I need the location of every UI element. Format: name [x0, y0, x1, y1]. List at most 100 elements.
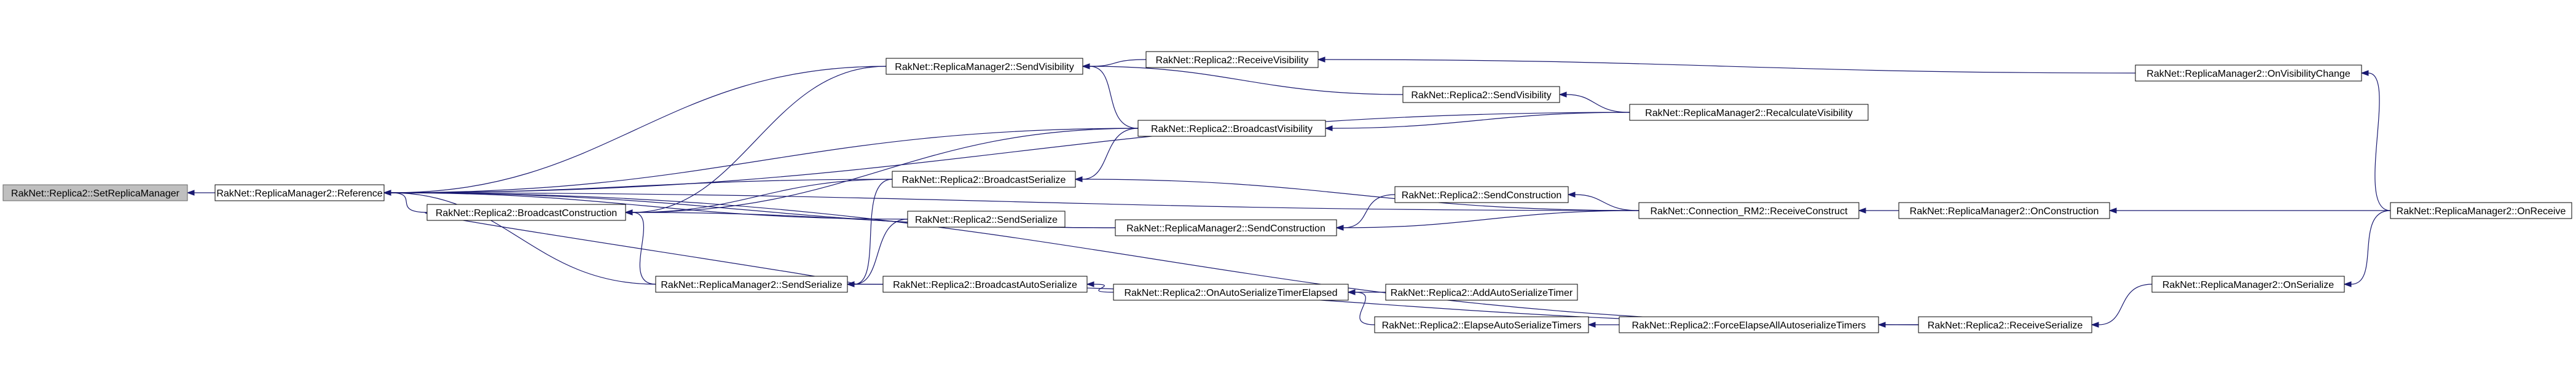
arrowhead-n19-to-n3	[846, 281, 855, 287]
edge-n9-to-n2	[632, 128, 1139, 213]
edge-n19-to-n1	[390, 192, 1919, 325]
svg-text:RakNet::ReplicaManager2::SendC: RakNet::ReplicaManager2::SendConstructio…	[1126, 223, 1325, 234]
arrowhead-n23-to-n20	[2360, 70, 2369, 76]
arrowhead-n18-to-n15	[1587, 322, 1596, 328]
edge-n17-to-n10	[1343, 210, 1639, 228]
edge-n12-to-n4	[1089, 66, 1404, 95]
arrowhead-n22-to-n19	[2091, 322, 2099, 328]
svg-text:RakNet::Replica2::SendConstruc: RakNet::Replica2::SendConstruction	[1402, 190, 1562, 201]
svg-text:RakNet::Replica2::ForceElapseA: RakNet::Replica2::ForceElapseAllAutoseri…	[1632, 320, 1866, 331]
arrowhead-n19-to-n1	[383, 190, 391, 196]
svg-text:RakNet::Replica2::AddAutoSeria: RakNet::Replica2::AddAutoSerializeTimer	[1391, 288, 1573, 298]
node-set-replica-manager[interactable]: RakNet::Replica2::SetReplicaManager	[2, 184, 188, 201]
edge-n3-to-n1	[390, 192, 656, 285]
edge-n17-to-n13	[1574, 194, 1639, 211]
node-broadcast-serialize[interactable]: RakNet::Replica2::BroadcastSerialize	[892, 171, 1076, 188]
edge-n5-to-n1	[390, 179, 893, 193]
node-replica2-send-serialize[interactable]: RakNet::Replica2::SendSerialize	[907, 211, 1066, 228]
svg-text:RakNet::Replica2::BroadcastVis: RakNet::Replica2::BroadcastVisibility	[1151, 124, 1313, 134]
node-replica-manager2-send-construction[interactable]: RakNet::ReplicaManager2::SendConstructio…	[1115, 219, 1337, 236]
svg-text:RakNet::Replica2::OnAutoSerial: RakNet::Replica2::OnAutoSerializeTimerEl…	[1124, 288, 1337, 298]
node-receive-construct[interactable]: RakNet::Connection_RM2::ReceiveConstruct	[1638, 202, 1859, 219]
edge-n6-to-n1	[390, 192, 908, 220]
svg-text:RakNet::Replica2::SendVisibili: RakNet::Replica2::SendVisibility	[1411, 90, 1551, 101]
nodes-layer: RakNet::Replica2::SetReplicaManager RakN…	[2, 51, 2572, 333]
node-on-receive[interactable]: RakNet::ReplicaManager2::OnReceive	[2390, 202, 2572, 219]
arrowhead-n16-to-n12	[1558, 91, 1567, 98]
edge-n23-to-n22	[2350, 210, 2391, 285]
svg-text:RakNet::Replica2::ReceiveSeria: RakNet::Replica2::ReceiveSerialize	[1928, 320, 2083, 331]
arrowhead-n15-to-n11	[1347, 289, 1356, 295]
edge-n16-to-n12	[1566, 94, 1630, 113]
node-add-auto-serialize-timer[interactable]: RakNet::Replica2::AddAutoSerializeTimer	[1385, 284, 1578, 301]
svg-text:RakNet::ReplicaManager2::Recal: RakNet::ReplicaManager2::RecalculateVisi…	[1645, 108, 1853, 118]
node-replica2-receive-visibility[interactable]: RakNet::Replica2::ReceiveVisibility	[1145, 51, 1319, 68]
svg-text:RakNet::Replica2::BroadcastCon: RakNet::Replica2::BroadcastConstruction	[436, 208, 617, 219]
edge-n9-to-n4	[1089, 66, 1139, 129]
edge-n8-to-n4	[1089, 59, 1147, 67]
arrowhead-n16-to-n9	[1324, 125, 1333, 131]
svg-text:RakNet::ReplicaManager2::OnVis: RakNet::ReplicaManager2::OnVisibilityCha…	[2146, 69, 2350, 79]
node-replica-manager2-send-visibility[interactable]: RakNet::ReplicaManager2::SendVisibility	[886, 58, 1083, 75]
arrowhead-n19-to-n18	[1877, 322, 1886, 328]
node-replica-manager2-send-serialize[interactable]: RakNet::ReplicaManager2::SendSerialize	[655, 276, 848, 293]
node-on-serialize[interactable]: RakNet::ReplicaManager2::OnSerialize	[2151, 276, 2345, 293]
edge-n20-to-n8	[1324, 59, 2136, 74]
node-broadcast-visibility[interactable]: RakNet::Replica2::BroadcastVisibility	[1137, 120, 1326, 137]
node-broadcast-auto-serialize[interactable]: RakNet::Replica2::BroadcastAutoSerialize	[882, 276, 1088, 293]
node-recalculate-visibility[interactable]: RakNet::ReplicaManager2::RecalculateVisi…	[1629, 104, 1869, 121]
arrowhead-n10-to-n2	[624, 209, 633, 215]
svg-text:RakNet::Replica2::BroadcastSer: RakNet::Replica2::BroadcastSerialize	[902, 175, 1066, 185]
arrowhead-n1-to-n0	[186, 190, 195, 196]
arrowhead-n23-to-n21	[2108, 207, 2117, 214]
svg-text:RakNet::Replica2::SendSerializ: RakNet::Replica2::SendSerialize	[915, 215, 1058, 225]
node-on-construction[interactable]: RakNet::ReplicaManager2::OnConstruction	[1898, 202, 2110, 219]
node-elapse-auto-serialize-timers[interactable]: RakNet::Replica2::ElapseAutoSerializeTim…	[1374, 316, 1589, 333]
node-on-auto-serialize-timer-elapsed[interactable]: RakNet::Replica2::OnAutoSerializeTimerEl…	[1113, 284, 1349, 301]
node-replica-manager2-reference[interactable]: RakNet::ReplicaManager2::Reference	[214, 184, 385, 201]
arrowhead-n17-to-n5	[1074, 176, 1083, 182]
edge-n16-to-n9	[1332, 112, 1630, 129]
edge-n5-to-n3	[854, 179, 893, 285]
edge-n6-to-n3	[854, 219, 908, 285]
node-force-elapse-all-autoserialize-timers[interactable]: RakNet::Replica2::ForceElapseAllAutoseri…	[1619, 316, 1879, 333]
edge-n16-to-n1	[390, 112, 1630, 193]
svg-text:RakNet::ReplicaManager2::OnSer: RakNet::ReplicaManager2::OnSerialize	[2162, 280, 2334, 290]
arrowhead-n23-to-n22	[2343, 281, 2352, 287]
svg-text:RakNet::ReplicaManager2::SendV: RakNet::ReplicaManager2::SendVisibility	[895, 62, 1074, 72]
edge-n9-to-n1	[390, 128, 1139, 193]
svg-text:RakNet::ReplicaManager2::Refer: RakNet::ReplicaManager2::Reference	[216, 188, 382, 199]
arrowhead-n17-to-n10	[1335, 225, 1344, 231]
svg-text:RakNet::Connection_RM2::Receiv: RakNet::Connection_RM2::ReceiveConstruct	[1650, 206, 1848, 217]
edge-n15-to-n11	[1354, 292, 1375, 325]
edge-n4-to-n2	[632, 66, 887, 213]
edge-n17-to-n5	[1082, 179, 1639, 211]
svg-text:RakNet::ReplicaManager2::SendS: RakNet::ReplicaManager2::SendSerialize	[661, 280, 842, 290]
edge-n2-to-n3	[425, 212, 856, 285]
edge-n4-to-n1	[390, 66, 887, 193]
arrowhead-n20-to-n8	[1317, 56, 1325, 63]
svg-text:RakNet::Replica2::BroadcastAut: RakNet::Replica2::BroadcastAutoSerialize	[893, 280, 1077, 290]
node-receive-serialize[interactable]: RakNet::Replica2::ReceiveSerialize	[1918, 316, 2092, 333]
arrowhead-n21-to-n17	[1858, 207, 1866, 214]
node-on-visibility-change[interactable]: RakNet::ReplicaManager2::OnVisibilityCha…	[2135, 64, 2362, 82]
svg-text:RakNet::Replica2::SetReplicaMa: RakNet::Replica2::SetReplicaManager	[11, 188, 180, 199]
node-broadcast-construction[interactable]: RakNet::Replica2::BroadcastConstruction	[426, 204, 626, 221]
node-replica2-send-visibility[interactable]: RakNet::Replica2::SendVisibility	[1402, 86, 1560, 103]
arrowhead-n12-to-n4	[1082, 63, 1090, 69]
node-replica2-send-construction[interactable]: RakNet::Replica2::SendConstruction	[1394, 186, 1569, 203]
edge-n11-to-n7	[1093, 284, 1114, 293]
edge-n13-to-n10	[1343, 194, 1396, 228]
edge-n23-to-n20	[2368, 72, 2391, 211]
svg-text:RakNet::Replica2::ElapseAutoSe: RakNet::Replica2::ElapseAutoSerializeTim…	[1382, 320, 1582, 331]
arrowhead-n17-to-n13	[1567, 192, 1576, 198]
svg-text:RakNet::ReplicaManager2::OnRec: RakNet::ReplicaManager2::OnReceive	[2397, 206, 2566, 217]
edge-n17-to-n1	[390, 192, 1639, 211]
arrowhead-n11-to-n7	[1086, 281, 1094, 287]
edge-n9-to-n5	[1082, 128, 1139, 180]
edge-n22-to-n19	[2098, 284, 2153, 325]
svg-text:RakNet::ReplicaManager2::OnCon: RakNet::ReplicaManager2::OnConstruction	[1910, 206, 2099, 217]
svg-text:RakNet::Replica2::ReceiveVisib: RakNet::Replica2::ReceiveVisibility	[1156, 55, 1309, 66]
edge-n3-to-n2	[632, 212, 656, 285]
